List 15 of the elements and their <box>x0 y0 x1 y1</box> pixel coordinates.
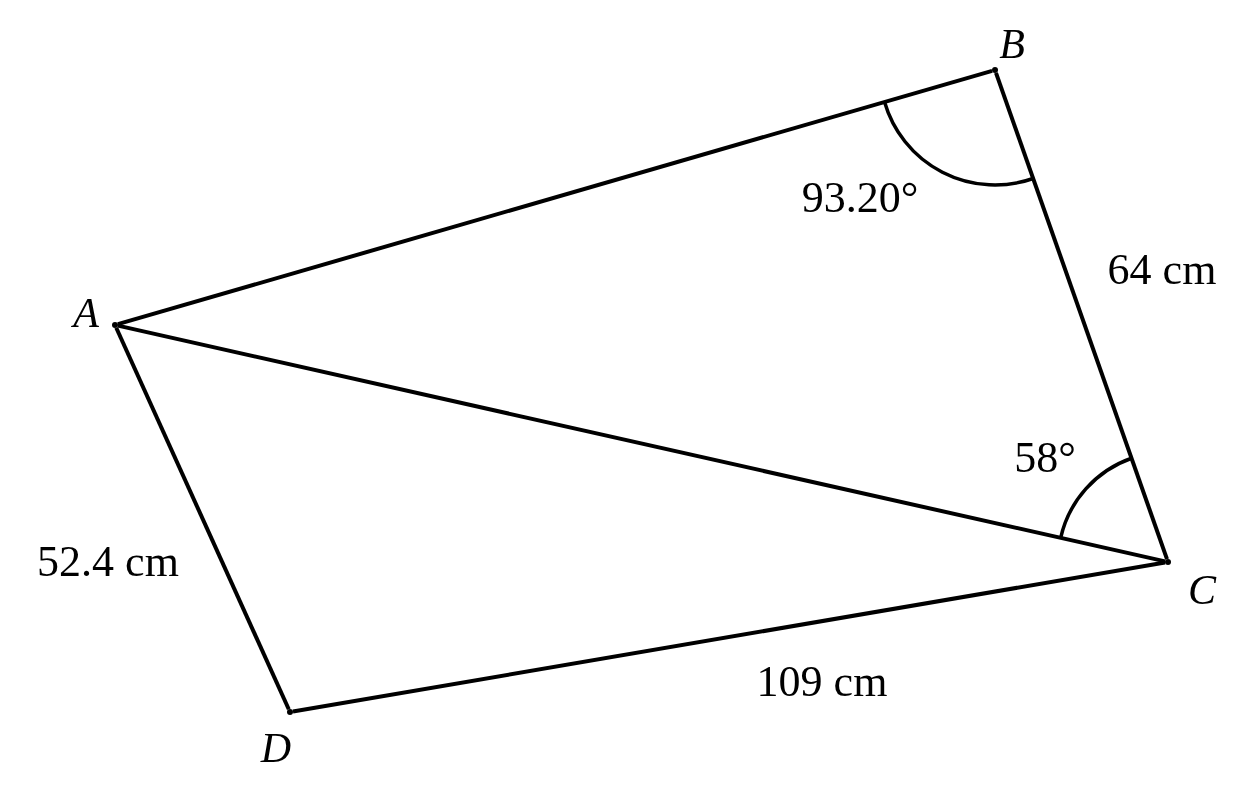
vertex-label: D <box>260 727 292 769</box>
angle-label: 93.20° <box>801 176 919 220</box>
vertex-point <box>1165 559 1171 565</box>
angle-label: 58° <box>1014 436 1076 480</box>
vertex-label: C <box>1188 569 1216 611</box>
line-segment <box>117 68 993 327</box>
vertex-point <box>287 709 293 715</box>
line-segment <box>117 323 1166 564</box>
vertex-label: B <box>999 23 1025 65</box>
vertex-label: A <box>73 292 99 334</box>
line-segment <box>114 326 291 711</box>
line-segment <box>994 72 1169 560</box>
line-segment <box>292 560 1166 714</box>
vertex-point <box>992 67 998 73</box>
vertex-point <box>112 322 118 328</box>
